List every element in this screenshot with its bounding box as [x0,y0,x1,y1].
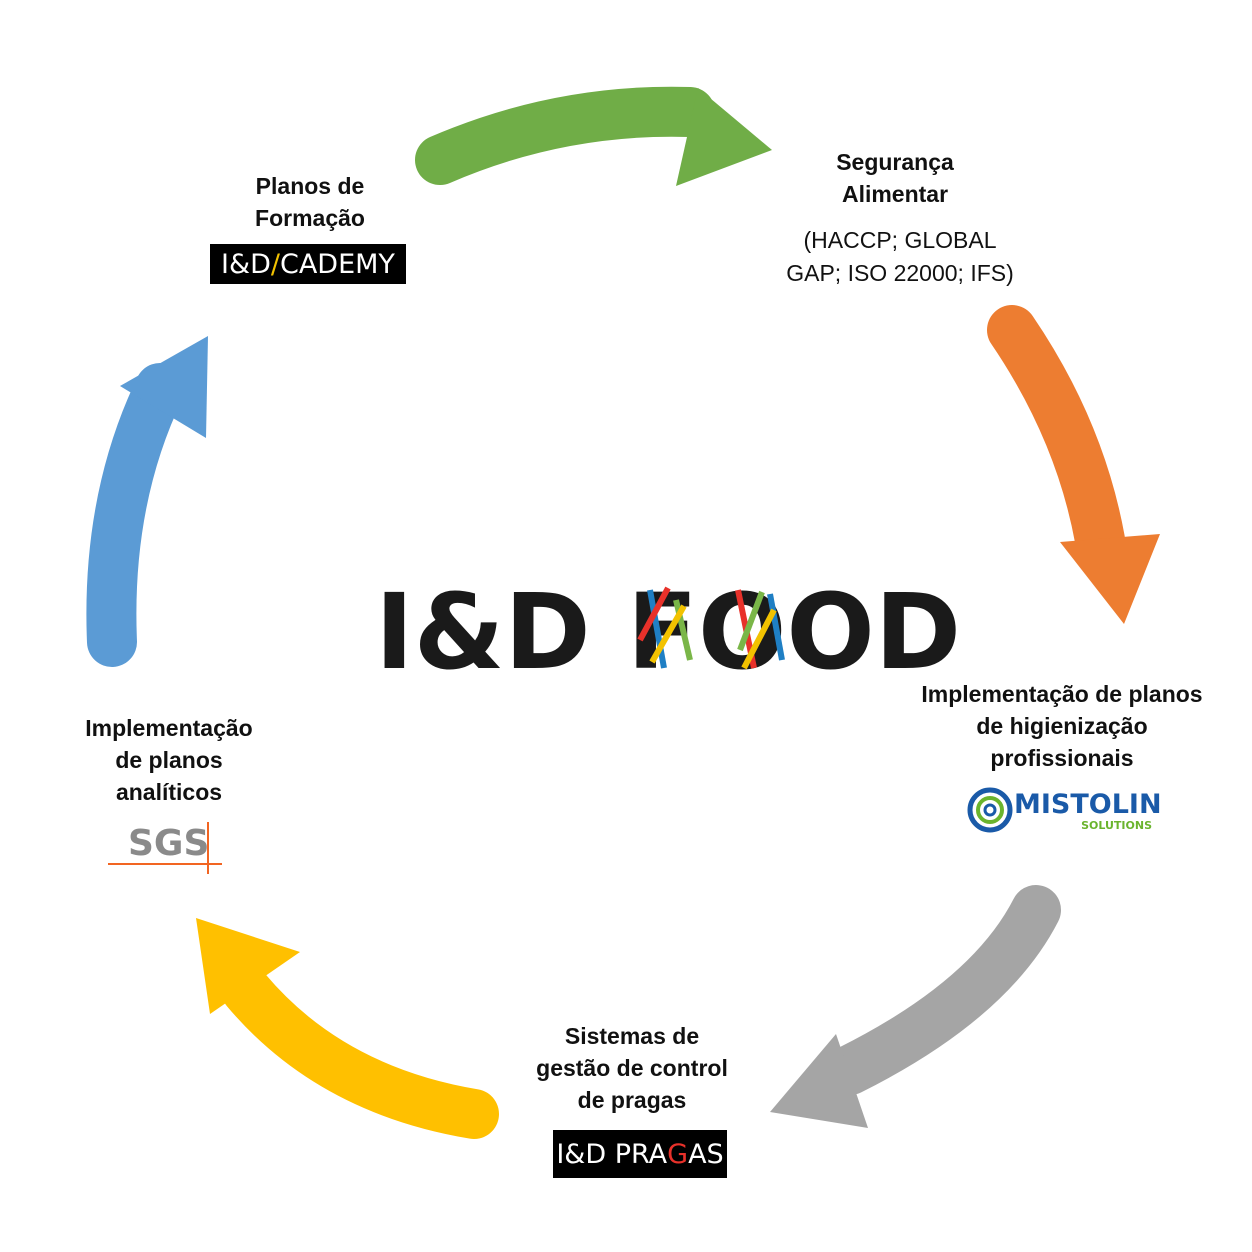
mistolin-logo-name: MISTOLIN [1014,789,1162,820]
academy-logo-pre: I&D [221,248,271,280]
pragas-logo-accent: G [667,1138,689,1170]
arrow-formacao-to-seguranca [415,86,772,186]
mistolin-logo-sub: SOLUTIONS [1081,819,1152,832]
academy-logo-accent: / [270,248,280,280]
pragas-logo-pre: I&D PRA [556,1138,668,1170]
sgs-logo: SGS [128,823,210,864]
academy-logo: I&D /CADEMY [210,244,406,284]
node-seguranca-detail: (HACCP; GLOBAL GAP; ISO 22000; IFS) [786,227,1014,286]
node-formacao-title: Planos de Formação [255,173,365,231]
dna-strands-graphic [637,586,785,670]
node-higienizacao-title: Implementação de planos de higienização … [921,681,1203,771]
arrow-seguranca-to-higienizacao [987,305,1160,624]
mistolin-logo: MISTOLIN SOLUTIONS [1014,790,1164,836]
arrow-higienizacao-to-pragas [770,885,1061,1128]
center-logo: I&D FOOD [375,571,961,693]
node-analiticos-title: Implementação de planos analíticos [85,715,253,805]
sgs-logo-mark [108,822,222,874]
arrow-analiticos-to-formacao [86,336,208,667]
academy-logo-post: CADEMY [279,248,395,280]
pragas-logo-post: AS [688,1138,724,1170]
arrow-pragas-to-analiticos [196,918,499,1139]
node-seguranca-title: Segurança Alimentar [836,149,954,207]
mistolin-logo-mark [967,787,1013,833]
node-pragas-title: Sistemas de gestão de control de pragas [536,1023,728,1113]
